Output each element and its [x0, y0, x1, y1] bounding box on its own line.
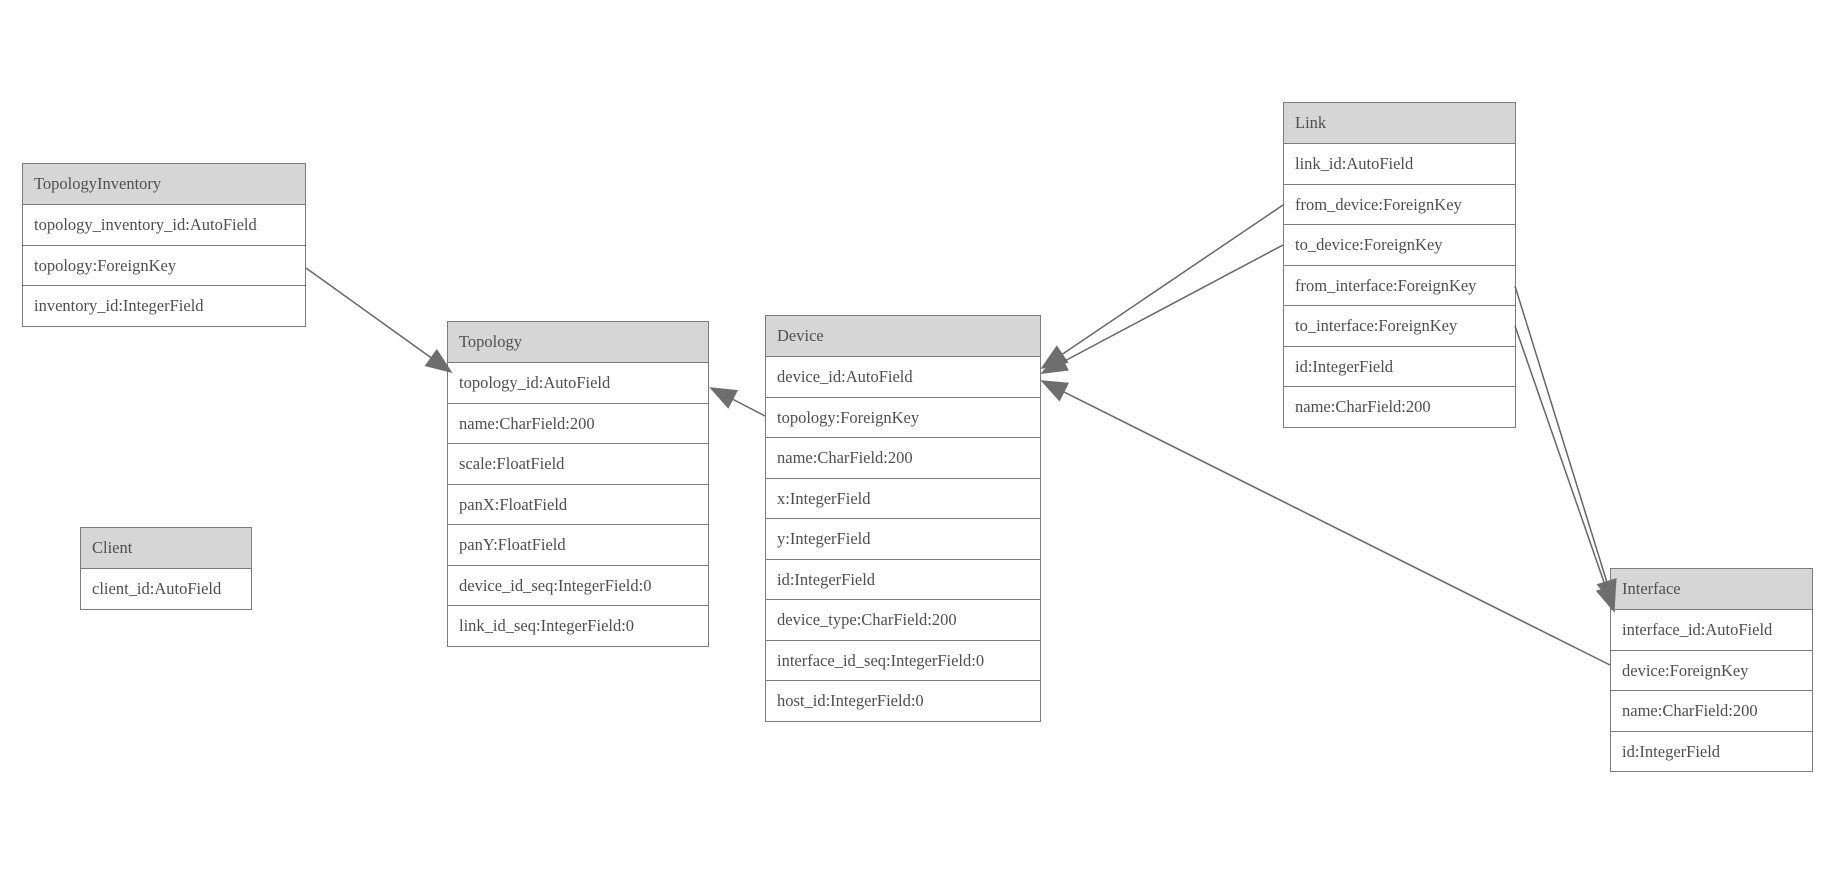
entity-field-row: device:ForeignKey — [1611, 649, 1812, 690]
relation-link-fromdevice-device — [1040, 204, 1284, 370]
relation-link-frominterface-interface — [1514, 285, 1617, 607]
entity-title-interface: Interface — [1611, 569, 1812, 609]
entity-field-row: interface_id_seq:IntegerField:0 — [766, 639, 1040, 680]
entity-field-row: id:IntegerField — [766, 558, 1040, 599]
entity-field-row: id:IntegerField — [1611, 730, 1812, 771]
relation-link-todevice-device — [1040, 244, 1284, 374]
entity-title-client: Client — [81, 528, 251, 568]
entity-field-row: device_id_seq:IntegerField:0 — [448, 564, 708, 605]
entity-field-row: id:IntegerField — [1284, 345, 1515, 386]
entity-field-row: from_device:ForeignKey — [1284, 183, 1515, 224]
entity-field-row: device_type:CharField:200 — [766, 599, 1040, 640]
entity-field-row: panY:FloatField — [448, 524, 708, 565]
entity-field-row: name:CharField:200 — [766, 437, 1040, 478]
entity-field-row: topology:ForeignKey — [23, 244, 305, 285]
entity-field-row: to_device:ForeignKey — [1284, 224, 1515, 265]
entity-field-row: scale:FloatField — [448, 443, 708, 484]
entity-field-row: from_interface:ForeignKey — [1284, 264, 1515, 305]
entity-field-row: link_id:AutoField — [1284, 143, 1515, 184]
entity-field-row: device_id:AutoField — [766, 356, 1040, 397]
entity-field-row: host_id:IntegerField:0 — [766, 680, 1040, 721]
entity-field-row: y:IntegerField — [766, 518, 1040, 559]
entity-field-row: name:CharField:200 — [1284, 386, 1515, 427]
entity-title-device: Device — [766, 316, 1040, 356]
entity-field-row: name:CharField:200 — [1611, 690, 1812, 731]
entity-field-row: inventory_id:IntegerField — [23, 285, 305, 326]
entity-field-row: client_id:AutoField — [81, 568, 251, 609]
entity-title-link: Link — [1284, 103, 1515, 143]
entity-field-row: interface_id:AutoField — [1611, 609, 1812, 650]
entity-field-row: to_interface:ForeignKey — [1284, 305, 1515, 346]
entity-field-row: topology_inventory_id:AutoField — [23, 204, 305, 245]
entity-title-topology-inventory: TopologyInventory — [23, 164, 305, 204]
entity-field-row: topology:ForeignKey — [766, 396, 1040, 437]
entity-field-row: panX:FloatField — [448, 483, 708, 524]
entity-field-row: link_id_seq:IntegerField:0 — [448, 605, 708, 646]
entity-field-row: topology_id:AutoField — [448, 362, 708, 403]
entity-field-row: name:CharField:200 — [448, 402, 708, 443]
relation-link-tointerface-interface — [1514, 325, 1616, 613]
entity-title-topology: Topology — [448, 322, 708, 362]
relation-topologyinventory-topology — [305, 267, 453, 374]
entity-field-row: x:IntegerField — [766, 477, 1040, 518]
relation-device-topology — [709, 387, 766, 417]
